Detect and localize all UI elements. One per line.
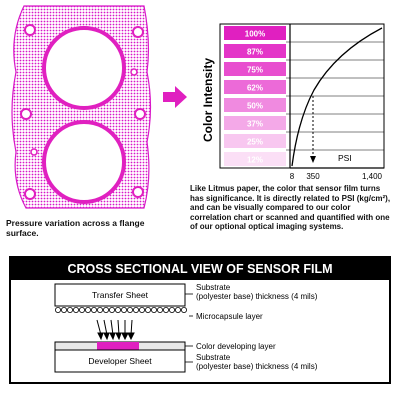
microcapsule: [168, 306, 175, 313]
x-tick-1400: 1,400: [362, 172, 383, 181]
microcapsule: [103, 306, 110, 313]
swatch-label-100: 100%: [245, 30, 265, 39]
microcapsule: [73, 306, 80, 313]
microcapsule: [150, 306, 157, 313]
description-text: Like Litmus paper, the color that sensor…: [190, 184, 391, 232]
microcapsule: [133, 306, 140, 313]
substrate-bottom-label: Substrate: [196, 353, 231, 362]
developed-color-region: [97, 342, 139, 350]
microcapsule-row: [55, 306, 187, 313]
microcapsule: [85, 306, 92, 313]
swatch-75: [224, 62, 286, 76]
color-layer-label: Color developing layer: [196, 342, 276, 351]
microcapsule: [156, 306, 163, 313]
microcapsule: [97, 306, 104, 313]
swatch-50: [224, 98, 286, 112]
transfer-sheet: [54, 283, 186, 307]
swatch-label-12: 12%: [247, 156, 263, 165]
microcapsule: [180, 306, 187, 313]
swatch-100: [224, 26, 286, 40]
developer-sheet-label: Developer Sheet: [88, 356, 152, 366]
swatch-62: [224, 80, 286, 94]
x-tick-8: 8: [290, 172, 295, 181]
microcapsule-label: Microcapsule layer: [196, 312, 263, 321]
pressure-arrows: [96, 319, 135, 341]
cross-section-title: CROSS SECTIONAL VIEW OF SENSOR FILM: [11, 258, 389, 280]
microcapsule: [109, 306, 116, 313]
microcapsule: [144, 306, 151, 313]
substrate-top-label: Substrate: [196, 283, 231, 292]
arrow-right-icon: [163, 86, 187, 108]
swatch-label-87: 87%: [247, 48, 263, 57]
cross-section-diagram: Transfer Sheet Developer Sheet Substrate…: [54, 283, 318, 373]
microcapsule: [55, 306, 62, 313]
microcapsule: [115, 306, 122, 313]
response-curve: [291, 27, 383, 167]
gasket-caption: Pressure variation across a flange surfa…: [6, 218, 145, 238]
swatch-12: [224, 152, 286, 166]
y-axis-label: Color Intensity: [201, 58, 215, 142]
swatch-label-50: 50%: [247, 102, 263, 111]
color-intensity-chart: Color Intensity 100% 87% 75% 62% 50% 37% 25% 12…: [201, 23, 385, 181]
developer-sheet: [54, 349, 186, 373]
microcapsule: [91, 306, 98, 313]
x-tick-350: 350: [306, 172, 320, 181]
substrate-bottom-detail: (polyester base) thickness (4 mils): [196, 362, 318, 371]
swatch-87: [224, 44, 286, 58]
swatch-37: [224, 116, 286, 130]
swatch-label-62: 62%: [247, 84, 263, 93]
microcapsule: [61, 306, 68, 313]
microcapsule: [67, 306, 74, 313]
transfer-sheet-label: Transfer Sheet: [92, 290, 149, 300]
bore-hole-bottom: [42, 120, 126, 204]
microcapsule: [127, 306, 134, 313]
swatch-label-25: 25%: [247, 138, 263, 147]
microcapsule: [121, 306, 128, 313]
microcapsule: [174, 306, 181, 313]
microcapsule: [162, 306, 169, 313]
bore-hole-top: [42, 26, 126, 110]
cross-section-panel: CROSS SECTIONAL VIEW OF SENSOR FILM Tran…: [9, 256, 391, 384]
guide-arrowhead: [310, 156, 316, 163]
gasket-pressure-image: [11, 5, 152, 209]
substrate-top-detail: (polyester base) thickness (4 mils): [196, 292, 318, 301]
swatch-label-75: 75%: [247, 66, 263, 75]
microcapsule: [138, 306, 145, 313]
swatch-25: [224, 134, 286, 148]
swatch-label-37: 37%: [247, 120, 263, 129]
microcapsule: [79, 306, 86, 313]
x-axis-label: PSI: [338, 153, 352, 163]
